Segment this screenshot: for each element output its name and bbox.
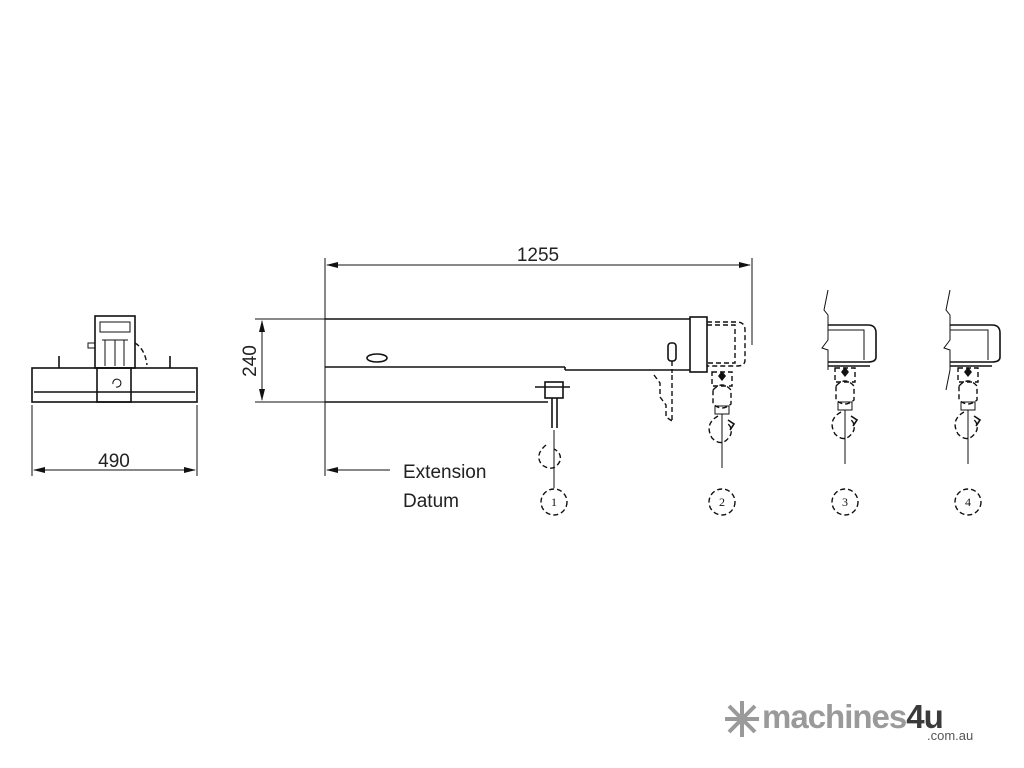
hook-position-4: 4 (965, 495, 971, 509)
height-dimension: 240 (240, 345, 261, 377)
datum-label-line1: Extension (403, 462, 486, 483)
side-view-beam (255, 258, 1001, 516)
width-dimension: 490 (98, 451, 130, 472)
logo-domain: .com.au (927, 728, 974, 743)
length-dimension: 1255 (517, 245, 559, 266)
logo-4u: 4u (906, 698, 944, 735)
hook-position-2: 2 (719, 495, 725, 509)
logo-star-icon (725, 701, 759, 737)
hook-position-1: 1 (551, 495, 557, 509)
logo-name: machines (762, 698, 907, 735)
machines4u-logo: machines4u .com.au (722, 698, 973, 743)
hook-position-3: 3 (842, 495, 848, 509)
datum-label-line2: Datum (403, 491, 459, 512)
end-view (31, 315, 198, 476)
